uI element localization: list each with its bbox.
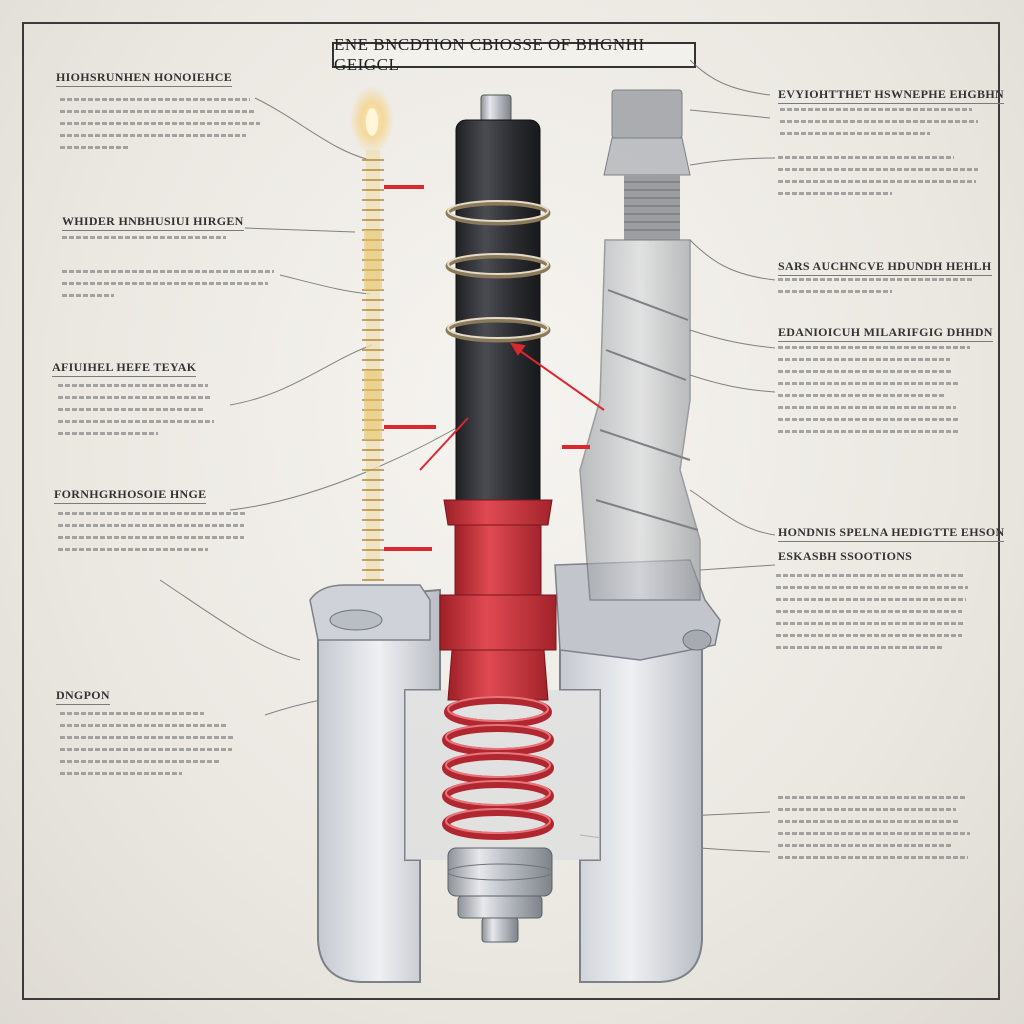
red-markers [384,185,590,551]
left-body-text-3 [62,270,276,306]
right-heading-2: SARS AUCHNCVE HDUNDH HEHLH [778,259,992,276]
red-pointer-arrows [419,342,605,471]
right-body-text-5 [778,382,964,442]
right-body-text-3 [778,278,974,302]
right-body-text-6 [776,574,972,658]
left-heading-4: FORNHGRHOSOIE HNGE [54,487,207,504]
left-body-text-4 [58,384,218,444]
cylinder-head-housing [309,559,721,983]
main-spark-plug [439,94,557,943]
left-heading-2: WHIDER HNBHUSIUI HIRGEN [62,214,244,231]
right-body-text-7 [778,796,972,868]
left-body-text-6 [60,712,236,784]
right-heading-3: EDANIOICUH MILARIFGIG DHHDN [778,325,993,342]
right-body-text-2 [778,156,978,204]
left-heading-5: DNGPON [56,688,110,705]
right-heading-5: ESKASBH SSOOTIONS [778,549,913,563]
left-heading-3: AFIUIHEL HEFE TEYAK [52,360,197,377]
right-heading-1: EVYIOHTTHET HSWNEPHE EHGBHN [778,87,1004,104]
left-body-text-2 [62,236,232,248]
left-heading-1: HIOHSRUNHEN HONOIEHCE [56,70,232,87]
diagram-frame [22,22,1000,1000]
spark-column [350,86,394,581]
translucent-plug-illustration [579,89,701,601]
left-body-text-5 [58,512,248,560]
right-body-text-4 [778,346,974,382]
right-heading-4: HONDNIS SPELNA HEDIGTTE EHSON [778,525,1005,542]
left-body-text-1 [60,98,260,158]
right-body-text-1 [780,108,980,144]
